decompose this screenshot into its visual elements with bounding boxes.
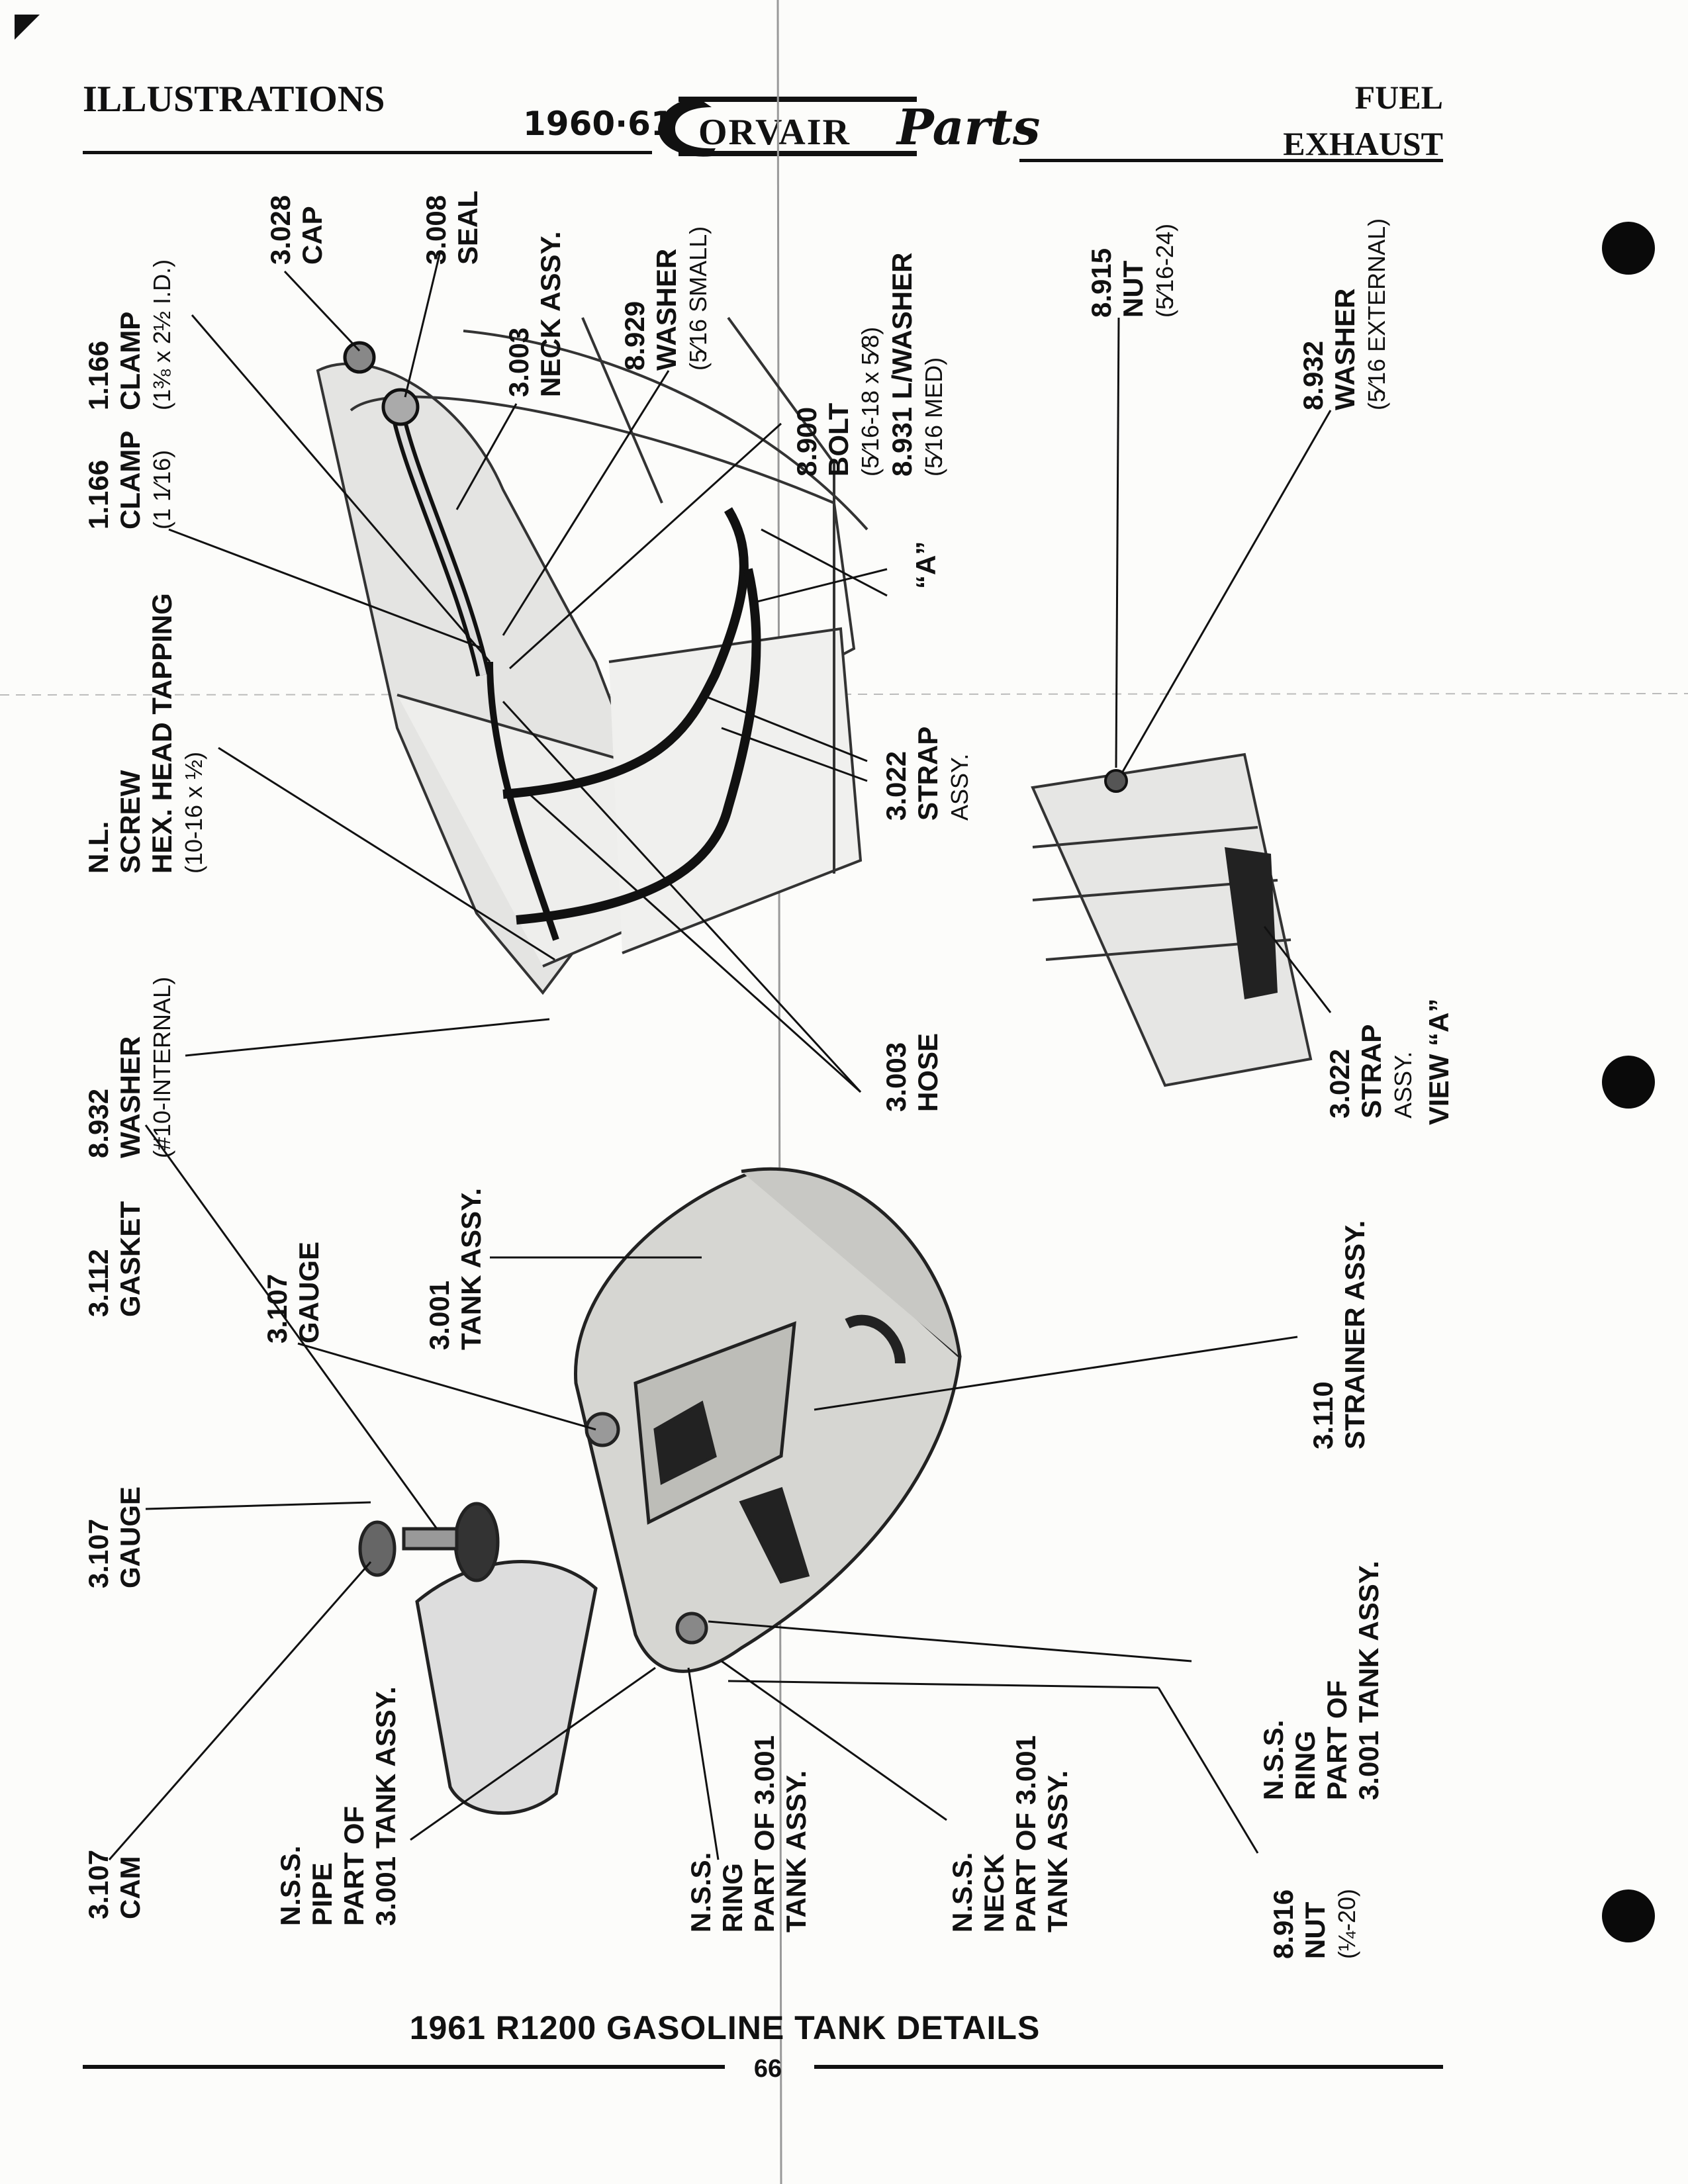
label-a-mark: “A” bbox=[910, 541, 941, 589]
section-fuel: FUEL bbox=[1354, 79, 1443, 116]
logo-brand: ORVAIR bbox=[698, 112, 851, 153]
view-a-nut bbox=[1104, 769, 1128, 793]
logo-script: Parts bbox=[897, 99, 1041, 156]
hose-drawing bbox=[487, 661, 559, 941]
figure-title: 1961 R1200 GASOLINE TANK DETAILS bbox=[409, 2009, 1041, 2046]
label-view-a: VIEW “A” bbox=[1423, 998, 1454, 1125]
header-rule-left bbox=[83, 151, 652, 154]
tank-drawing bbox=[574, 1167, 962, 1673]
leader-lines bbox=[108, 251, 1332, 1860]
footer-rule-right bbox=[814, 2065, 1443, 2069]
corner-mark bbox=[15, 15, 40, 40]
model-years: 1960·61 bbox=[523, 105, 674, 143]
binder-hole-middle bbox=[1602, 1056, 1655, 1109]
binder-hole-top bbox=[1602, 222, 1655, 275]
filler-neck-drawing bbox=[343, 341, 491, 677]
binder-hole-bottom bbox=[1602, 1889, 1655, 1942]
section-title: ILLUSTRATIONS bbox=[83, 79, 385, 120]
strap-drawing bbox=[502, 507, 761, 925]
corvair-logo bbox=[658, 97, 917, 157]
page-number: 66 bbox=[753, 2055, 782, 2083]
section-exhaust: EXHAUST bbox=[1283, 125, 1443, 162]
header-rule-right bbox=[1019, 159, 1443, 162]
gauge-unit-drawing bbox=[358, 1502, 598, 1815]
footer-rule-left bbox=[83, 2065, 725, 2069]
view-a-strap bbox=[1225, 847, 1278, 999]
